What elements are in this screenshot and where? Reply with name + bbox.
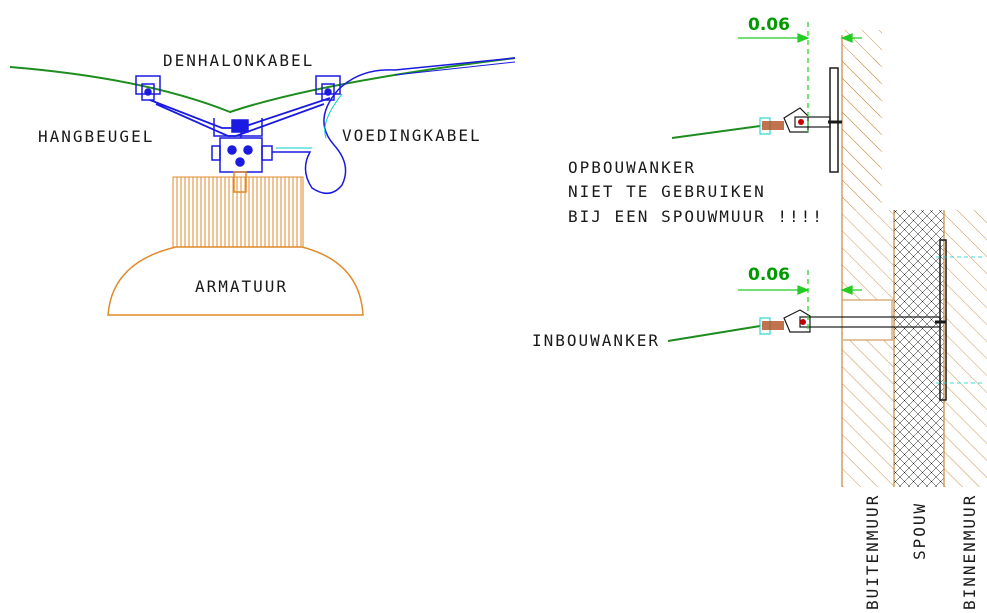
label-denhalonkabel: DENHALONKABEL [163, 51, 314, 70]
label-warning-line2: BIJ EEN SPOUWMUUR !!!! [568, 207, 824, 226]
dimension-top [738, 22, 862, 132]
support-cable-end [394, 61, 516, 76]
label-buitenmuur: BUITENMUUR [863, 494, 882, 610]
label-inbouwanker: INBOUWANKER [532, 331, 660, 350]
reflector-dome [107, 246, 364, 316]
hanger-clamp-right [315, 75, 341, 101]
dimension-bottom [738, 270, 862, 330]
label-warning-line1: NIET TE GEBRUIKEN [568, 182, 766, 201]
supply-cable [272, 57, 516, 194]
dimension-bottom-value: 0.06 [748, 265, 790, 285]
hanger-clamp-left [135, 75, 161, 101]
builtin-anchor [667, 239, 984, 401]
heatsink [172, 176, 304, 248]
label-opbouwanker: OPBOUWANKER [568, 158, 696, 177]
lamp-stem [233, 171, 247, 193]
cavity-insulation [894, 210, 944, 487]
surface-anchor [671, 67, 842, 173]
label-armatuur: ARMATUUR [195, 277, 288, 296]
junction-box [211, 119, 273, 173]
label-voedingkabel: VOEDINGKABEL [342, 126, 482, 145]
luminaire-assembly: DENHALONKABEL HANGBEUGEL VOEDINGKABEL AR… [9, 51, 516, 316]
dimension-top-value: 0.06 [748, 15, 790, 35]
wall-section [841, 30, 987, 487]
label-binnenmuur: BINNENMUUR [960, 494, 979, 610]
inner-wall [944, 210, 987, 487]
support-cable [9, 57, 516, 114]
label-hangbeugel: HANGBEUGEL [38, 127, 154, 146]
label-spouw: SPOUW [910, 502, 929, 560]
